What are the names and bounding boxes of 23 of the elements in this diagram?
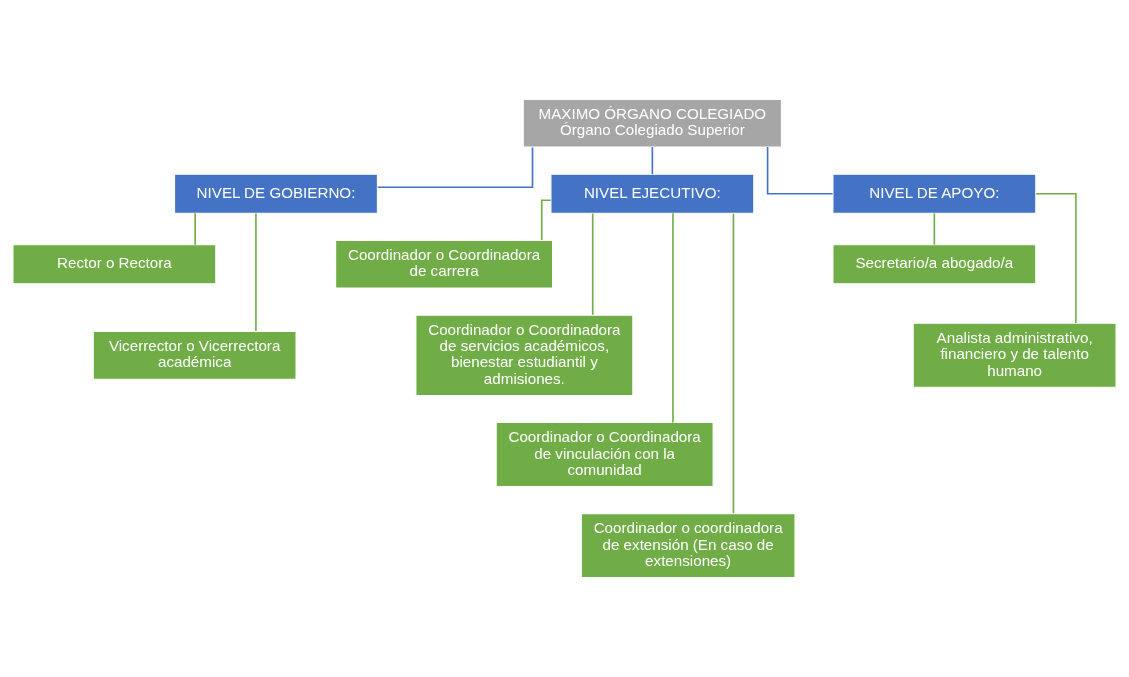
connector bbox=[376, 146, 534, 188]
node-box: Coordinador o coordinadora de extensión (En caso de extensiones) bbox=[580, 513, 796, 579]
node-box: Coordinador o Coordinadora de servicios académicos, bienestar estudiantil y admisiones. bbox=[415, 314, 634, 396]
node-box: Vicerrector o Vicerrectora académica bbox=[92, 330, 297, 380]
connector bbox=[1035, 192, 1077, 324]
connector bbox=[672, 212, 674, 424]
connector bbox=[933, 212, 936, 246]
node-box: Rector o Rectora bbox=[12, 244, 217, 285]
connector bbox=[540, 199, 552, 241]
node-box: NIVEL DE GOBIERNO: bbox=[174, 173, 378, 214]
node-box: NIVEL EJECUTIVO: bbox=[550, 173, 755, 214]
connector bbox=[255, 212, 257, 332]
connector bbox=[194, 212, 196, 246]
node-box: NIVEL DE APOYO: bbox=[832, 173, 1037, 214]
node-box: Coordinador o Coordinadora de carrera bbox=[335, 239, 554, 289]
node-box: Analista administrativo, financiero y de talento humano bbox=[912, 322, 1117, 388]
connector bbox=[591, 212, 594, 316]
connector bbox=[766, 146, 834, 195]
node-box: Coordinador o Coordinadora de vinculación con la comunidad bbox=[495, 422, 714, 488]
node-box: MAXIMO ÓRGANO COLEGIADO Órgano Colegiado Superior bbox=[522, 98, 782, 148]
connector bbox=[651, 146, 654, 175]
connector bbox=[732, 212, 735, 515]
node-box: Secretario/a abogado/a bbox=[832, 244, 1037, 285]
